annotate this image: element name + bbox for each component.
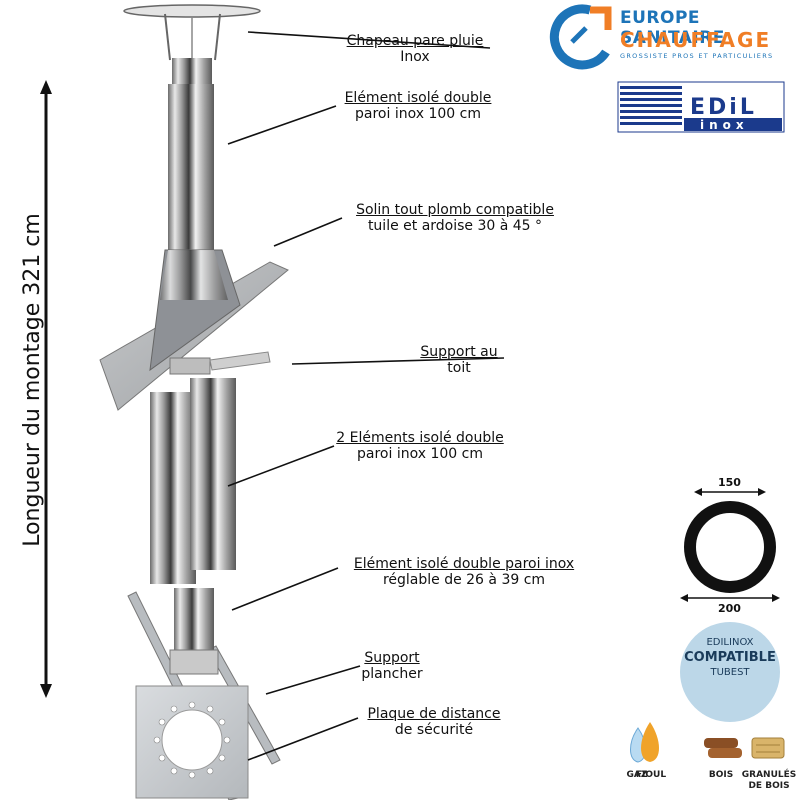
brand-line2: CHAUFFAGE xyxy=(620,28,772,52)
fuel-label-granules: GRANULÉS DE BOIS xyxy=(741,770,797,791)
label-roof-support-line2: toit xyxy=(447,360,471,376)
label-floor-support-line2: plancher xyxy=(361,666,423,682)
label-flashing-line2: tuile et ardoise 30 à 45 ° xyxy=(367,218,543,234)
length-label: Longueur du montage 321 cm xyxy=(20,213,45,547)
label-rain-cap-line2: Inox xyxy=(400,49,430,65)
rain-cap xyxy=(123,4,261,84)
roof-support xyxy=(169,351,271,375)
label-flashing: Solin tout plomb compatible tuile et ard… xyxy=(340,202,570,234)
fuel-label-fioul: FIOUL xyxy=(635,770,667,780)
label-safety-plate-line1: Plaque de distance xyxy=(367,706,501,722)
length-arrow xyxy=(40,80,52,698)
badge-line3: TUBEST xyxy=(710,667,750,678)
label-two-elements-line1: 2 Eléments isolé double xyxy=(336,430,504,446)
label-two-elements-line2: paroi inox 100 cm xyxy=(357,446,483,462)
pipe-cross-section xyxy=(680,488,780,602)
label-safety-plate-line2: de sécurité xyxy=(394,722,474,738)
label-adjustable-element: Elément isolé double paroi inox réglable… xyxy=(334,556,594,588)
label-roof-support: Support au toit xyxy=(404,344,514,376)
top-element-pipe xyxy=(168,84,214,254)
floor-support-collar xyxy=(169,649,219,675)
brand-tagline: GROSSISTE PROS ET PARTICULIERS xyxy=(620,52,774,60)
label-top-element-line1: Elément isolé double xyxy=(344,90,492,106)
element-pipe-b xyxy=(190,378,236,570)
label-rain-cap: Chapeau pare pluie Inox xyxy=(332,33,498,65)
element-pipe-a xyxy=(150,392,196,584)
label-flashing-line1: Solin tout plomb compatible xyxy=(356,202,554,218)
wood-pellets-icon xyxy=(751,737,785,759)
badge-line2: COMPATIBLE xyxy=(684,650,776,665)
dimension-inner: 150 xyxy=(718,476,741,489)
label-adjustable-element-line2: réglable de 26 à 39 cm xyxy=(382,572,546,588)
edil-logo-text: EDiL xyxy=(690,95,757,120)
oil-drop-icon xyxy=(641,722,659,762)
label-floor-support-line1: Support xyxy=(364,650,420,666)
safety-distance-plate xyxy=(135,685,249,799)
label-roof-support-line1: Support au xyxy=(420,344,498,360)
label-rain-cap-line1: Chapeau pare pluie xyxy=(346,33,484,49)
flashing-solin xyxy=(99,249,289,411)
label-safety-plate: Plaque de distance de sécurité xyxy=(356,706,512,738)
fuel-label-gaz: GAZ xyxy=(626,770,648,780)
adjustable-element-pipe xyxy=(174,588,214,652)
leader-lines xyxy=(227,31,505,761)
label-adjustable-element-line1: Elément isolé double paroi inox xyxy=(353,556,575,572)
dimension-outer: 200 xyxy=(718,602,741,615)
europe-sanitaire-logo-mark xyxy=(549,4,612,70)
label-floor-support: Support plancher xyxy=(352,650,432,682)
inox-logo-text: inox xyxy=(700,118,749,132)
wood-logs-icon xyxy=(704,738,742,758)
label-top-element-line2: paroi inox 100 cm xyxy=(355,106,481,122)
compatibility-badge: EDILINOX COMPATIBLE TUBEST xyxy=(680,622,780,722)
fuel-label-bois: BOIS xyxy=(708,770,734,780)
brand-line1: EUROPE SANITAIRE xyxy=(620,8,725,48)
label-two-elements: 2 Eléments isolé double paroi inox 100 c… xyxy=(322,430,518,462)
badge-line1: EDILINOX xyxy=(706,637,754,648)
edil-inox-logo xyxy=(617,81,785,133)
label-top-element: Elément isolé double paroi inox 100 cm xyxy=(330,90,506,122)
